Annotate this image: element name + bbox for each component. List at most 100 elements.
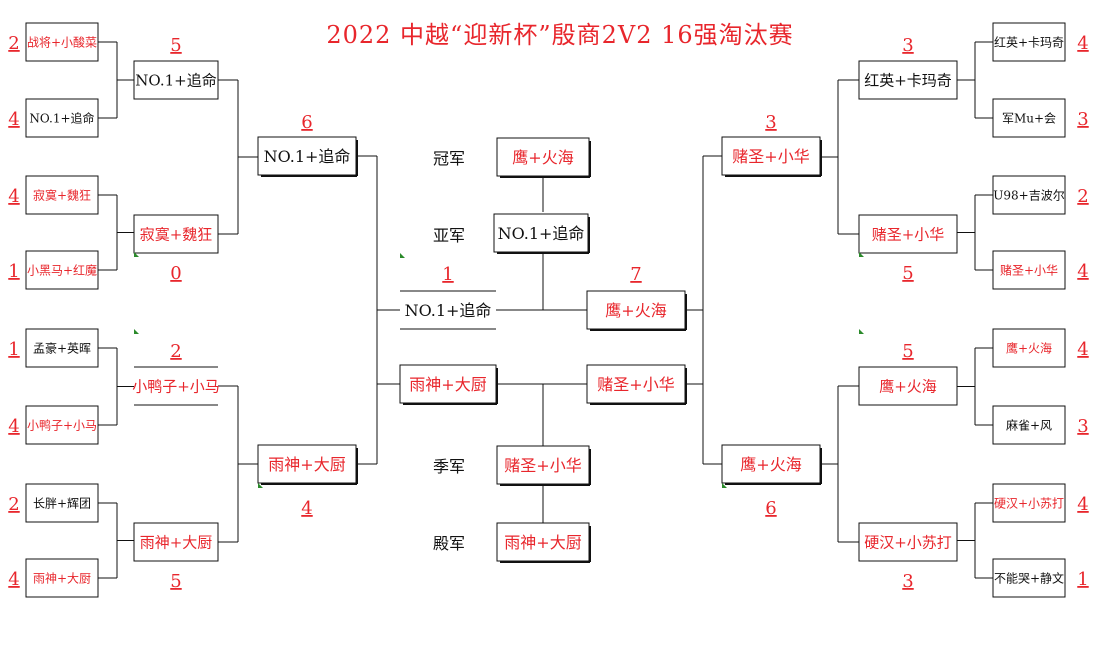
corner-marker (722, 483, 727, 488)
r1-left-score-7: 4 (8, 569, 19, 590)
r2-left-score-3: 5 (170, 571, 181, 592)
r3-right-team-1: 鹰+火海 (740, 455, 801, 474)
r1-right-score-3: 4 (1077, 261, 1088, 282)
bracket-lines (98, 41, 993, 579)
r2-right-team-0-box (858, 60, 958, 100)
final-right-team-box (586, 290, 686, 330)
r2-left-team-0-box (133, 60, 219, 100)
r2-left-score-1: 0 (170, 263, 181, 284)
r3-left-team-1: 雨神+大厨 (268, 455, 345, 474)
r2-left-team-3: 雨神+大厨 (140, 533, 213, 551)
champion-team: 鹰+火海 (512, 148, 573, 167)
r3-right-team-0-box (721, 136, 821, 176)
r2-left-score-2: 2 (170, 341, 181, 362)
r2-right-score-1: 5 (902, 263, 913, 284)
third-place-team-box (496, 445, 590, 485)
r1-left-team-6-box (25, 483, 99, 523)
r1-right-team-3: 赌圣+小华 (1000, 263, 1058, 277)
r2-right-score-0: 3 (902, 35, 913, 56)
final-left-score: 1 (442, 264, 453, 285)
r3-right-team-1-box (721, 444, 821, 484)
r1-right-team-7: 不能哭+静文 (994, 570, 1064, 585)
champion-label: 冠军 (433, 149, 465, 168)
r1-left-team-4-box (25, 328, 99, 368)
r1-left-team-7: 雨神+大厨 (33, 571, 91, 585)
r1-right-team-6-box (992, 483, 1066, 523)
r1-right-team-1: 军Mu+会 (1002, 111, 1056, 125)
r1-left-team-7-box (25, 558, 99, 598)
final-right-score: 7 (630, 264, 641, 285)
r1-left-team-4: 孟豪+英晖 (33, 340, 91, 355)
r1-right-team-0-box (992, 22, 1066, 62)
r1-right-team-1-box (992, 98, 1066, 138)
r1-right-team-7-box (992, 558, 1066, 598)
corner-marker (258, 483, 263, 488)
r1-left-team-1: NO.1+追命 (29, 110, 94, 125)
r1-right-team-5: 麻雀+风 (1006, 417, 1052, 432)
r1-left-score-6: 2 (8, 494, 19, 515)
r2-right-team-2: 鹰+火海 (879, 377, 937, 395)
r2-right-team-2-box (858, 366, 958, 406)
third-place-label: 季军 (433, 457, 465, 476)
r1-left-score-5: 4 (8, 416, 19, 437)
r1-left-team-5: 小鸭子+小马 (27, 418, 97, 432)
r1-left-score-2: 4 (8, 186, 19, 207)
runner-up-team: NO.1+追命 (498, 224, 585, 243)
r2-right-team-3-box (858, 522, 958, 562)
r1-right-team-3-box (992, 250, 1066, 290)
r1-right-score-5: 3 (1077, 416, 1088, 437)
bracket-labels: 战将+小酸菜2NO.1+追命4寂寞+魏狂4小黑马+红魔1孟豪+英晖1小鸭子+小马… (8, 33, 1088, 592)
third-right-team-box (586, 364, 686, 404)
corner-marker (400, 253, 405, 258)
r2-right-team-1: 赌圣+小华 (872, 225, 945, 243)
third-place-team: 赌圣+小华 (504, 456, 581, 475)
r1-left-score-0: 2 (8, 33, 19, 54)
corner-marker (134, 252, 139, 257)
bracket-boxes (25, 22, 1066, 598)
r1-left-score-3: 1 (8, 261, 19, 282)
r2-left-team-2: 小鸭子+小马 (132, 377, 220, 395)
fourth-place-label: 殿军 (433, 534, 465, 553)
r1-left-team-0-box (25, 22, 99, 62)
r3-left-score-0: 6 (301, 112, 312, 133)
r2-right-score-2: 5 (902, 341, 913, 362)
r2-left-score-0: 5 (170, 35, 181, 56)
r1-left-team-3-box (25, 250, 99, 290)
r1-right-team-6: 硬汉+小苏打 (994, 496, 1064, 510)
r3-right-score-1: 6 (765, 498, 776, 519)
fourth-place-team: 雨神+大厨 (504, 533, 581, 552)
r1-right-team-4-box (992, 328, 1066, 368)
r2-right-team-3: 硬汉+小苏打 (864, 533, 952, 551)
corner-marker (859, 252, 864, 257)
r1-left-team-2: 寂寞+魏狂 (33, 187, 91, 202)
r1-left-team-0: 战将+小酸菜 (27, 34, 97, 49)
r2-left-team-0: NO.1+追命 (135, 71, 216, 89)
r1-left-team-1-box (25, 98, 99, 138)
r3-right-team-0: 赌圣+小华 (732, 147, 809, 166)
r1-left-team-6: 长胖+辉团 (33, 496, 91, 510)
r2-left-team-1-box (133, 214, 219, 254)
r1-right-team-4: 鹰+火海 (1006, 340, 1052, 355)
r1-left-score-1: 4 (8, 109, 19, 130)
r1-right-score-6: 4 (1077, 494, 1088, 515)
r1-right-score-4: 4 (1077, 339, 1088, 360)
r1-right-score-0: 4 (1077, 33, 1088, 54)
r3-left-score-1: 4 (301, 498, 312, 519)
runner-up-label: 亚军 (433, 226, 465, 245)
r1-right-score-1: 3 (1077, 109, 1088, 130)
final-right-team: 鹰+火海 (605, 301, 666, 320)
r3-left-team-0: NO.1+追命 (264, 147, 351, 166)
final-left-team: NO.1+追命 (405, 301, 492, 320)
r1-left-team-2-box (25, 175, 99, 215)
r1-left-team-3: 小黑马+红魔 (27, 262, 97, 277)
corner-marker (134, 329, 139, 334)
r2-left-team-1: 寂寞+魏狂 (140, 225, 213, 243)
r1-right-team-5-box (992, 405, 1066, 445)
r1-right-score-2: 2 (1077, 186, 1088, 207)
r1-right-team-0: 红英+卡玛奇 (994, 34, 1064, 49)
r1-right-team-2: U98+吉波尔 (993, 187, 1064, 202)
r2-right-team-0: 红英+卡玛奇 (864, 71, 952, 89)
third-right-team: 赌圣+小华 (597, 375, 674, 394)
r2-right-score-3: 3 (902, 571, 913, 592)
